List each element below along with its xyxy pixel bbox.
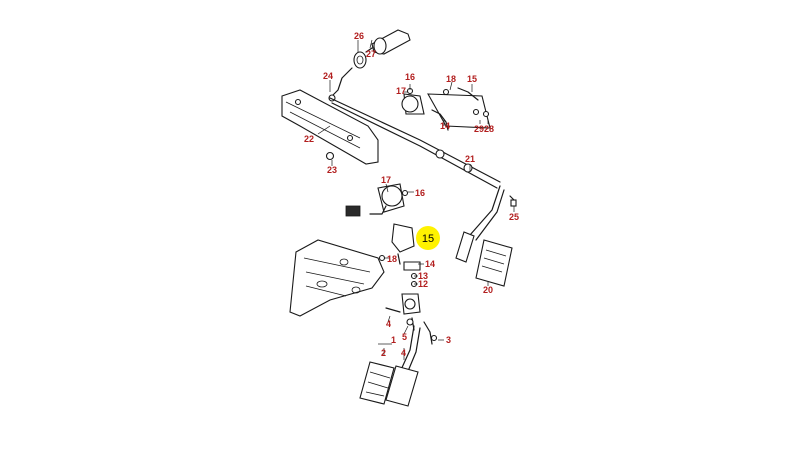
callout-18b: 18 [387,254,397,264]
highlight-marker[interactable] [416,226,440,250]
lower-pedal-assembly [359,293,438,407]
highlighted-callout[interactable]: 15 [416,226,440,250]
callout-21: 21 [465,154,475,164]
callout-16: 16 [405,72,415,82]
callout-14: 14 [440,121,450,131]
callout-23: 23 [327,165,337,175]
callout-29: 29 [474,124,484,134]
callout-4: 4 [386,319,391,329]
part-20-pedal [455,185,513,287]
callout-17b: 17 [381,175,391,185]
callout-25: 25 [509,212,519,222]
callout-24: 24 [323,71,333,81]
callout-22: 22 [304,134,314,144]
part-4-pedal-pad [385,365,419,407]
part-24-rod [331,67,353,97]
upper-pedal-assembly [328,29,517,287]
callout-1: 1 [391,335,396,345]
callout-13: 13 [418,271,428,281]
callout-17: 17 [396,86,406,96]
callout-12: 12 [418,279,428,289]
callout-5: 5 [402,332,407,342]
callout-26: 26 [354,31,364,41]
part-26-grommet [353,51,367,69]
callout-2: 2 [381,348,386,358]
part-25-bolt [509,195,517,207]
body-panel [289,239,385,317]
part-27-cylinder [365,29,411,55]
callout-14b: 14 [425,259,435,269]
callout-20: 20 [483,285,493,295]
upper-bracket [401,87,491,131]
callout-4b: 4 [401,348,406,358]
leader-lines [317,39,515,360]
callout-18: 18 [446,74,456,84]
part-2-pedal-pad [359,361,395,405]
highlight-label: 15 [422,233,434,245]
callout-labels: 26 27 24 16 18 15 17 14 29 28 22 21 23 1… [304,31,519,358]
middle-actuator [345,183,421,288]
callout-28: 28 [484,124,494,134]
callout-16b: 16 [415,188,425,198]
callout-27: 27 [366,49,376,59]
part-22-cross-member [281,89,379,165]
callout-15: 15 [467,74,477,84]
callout-3: 3 [446,335,451,345]
